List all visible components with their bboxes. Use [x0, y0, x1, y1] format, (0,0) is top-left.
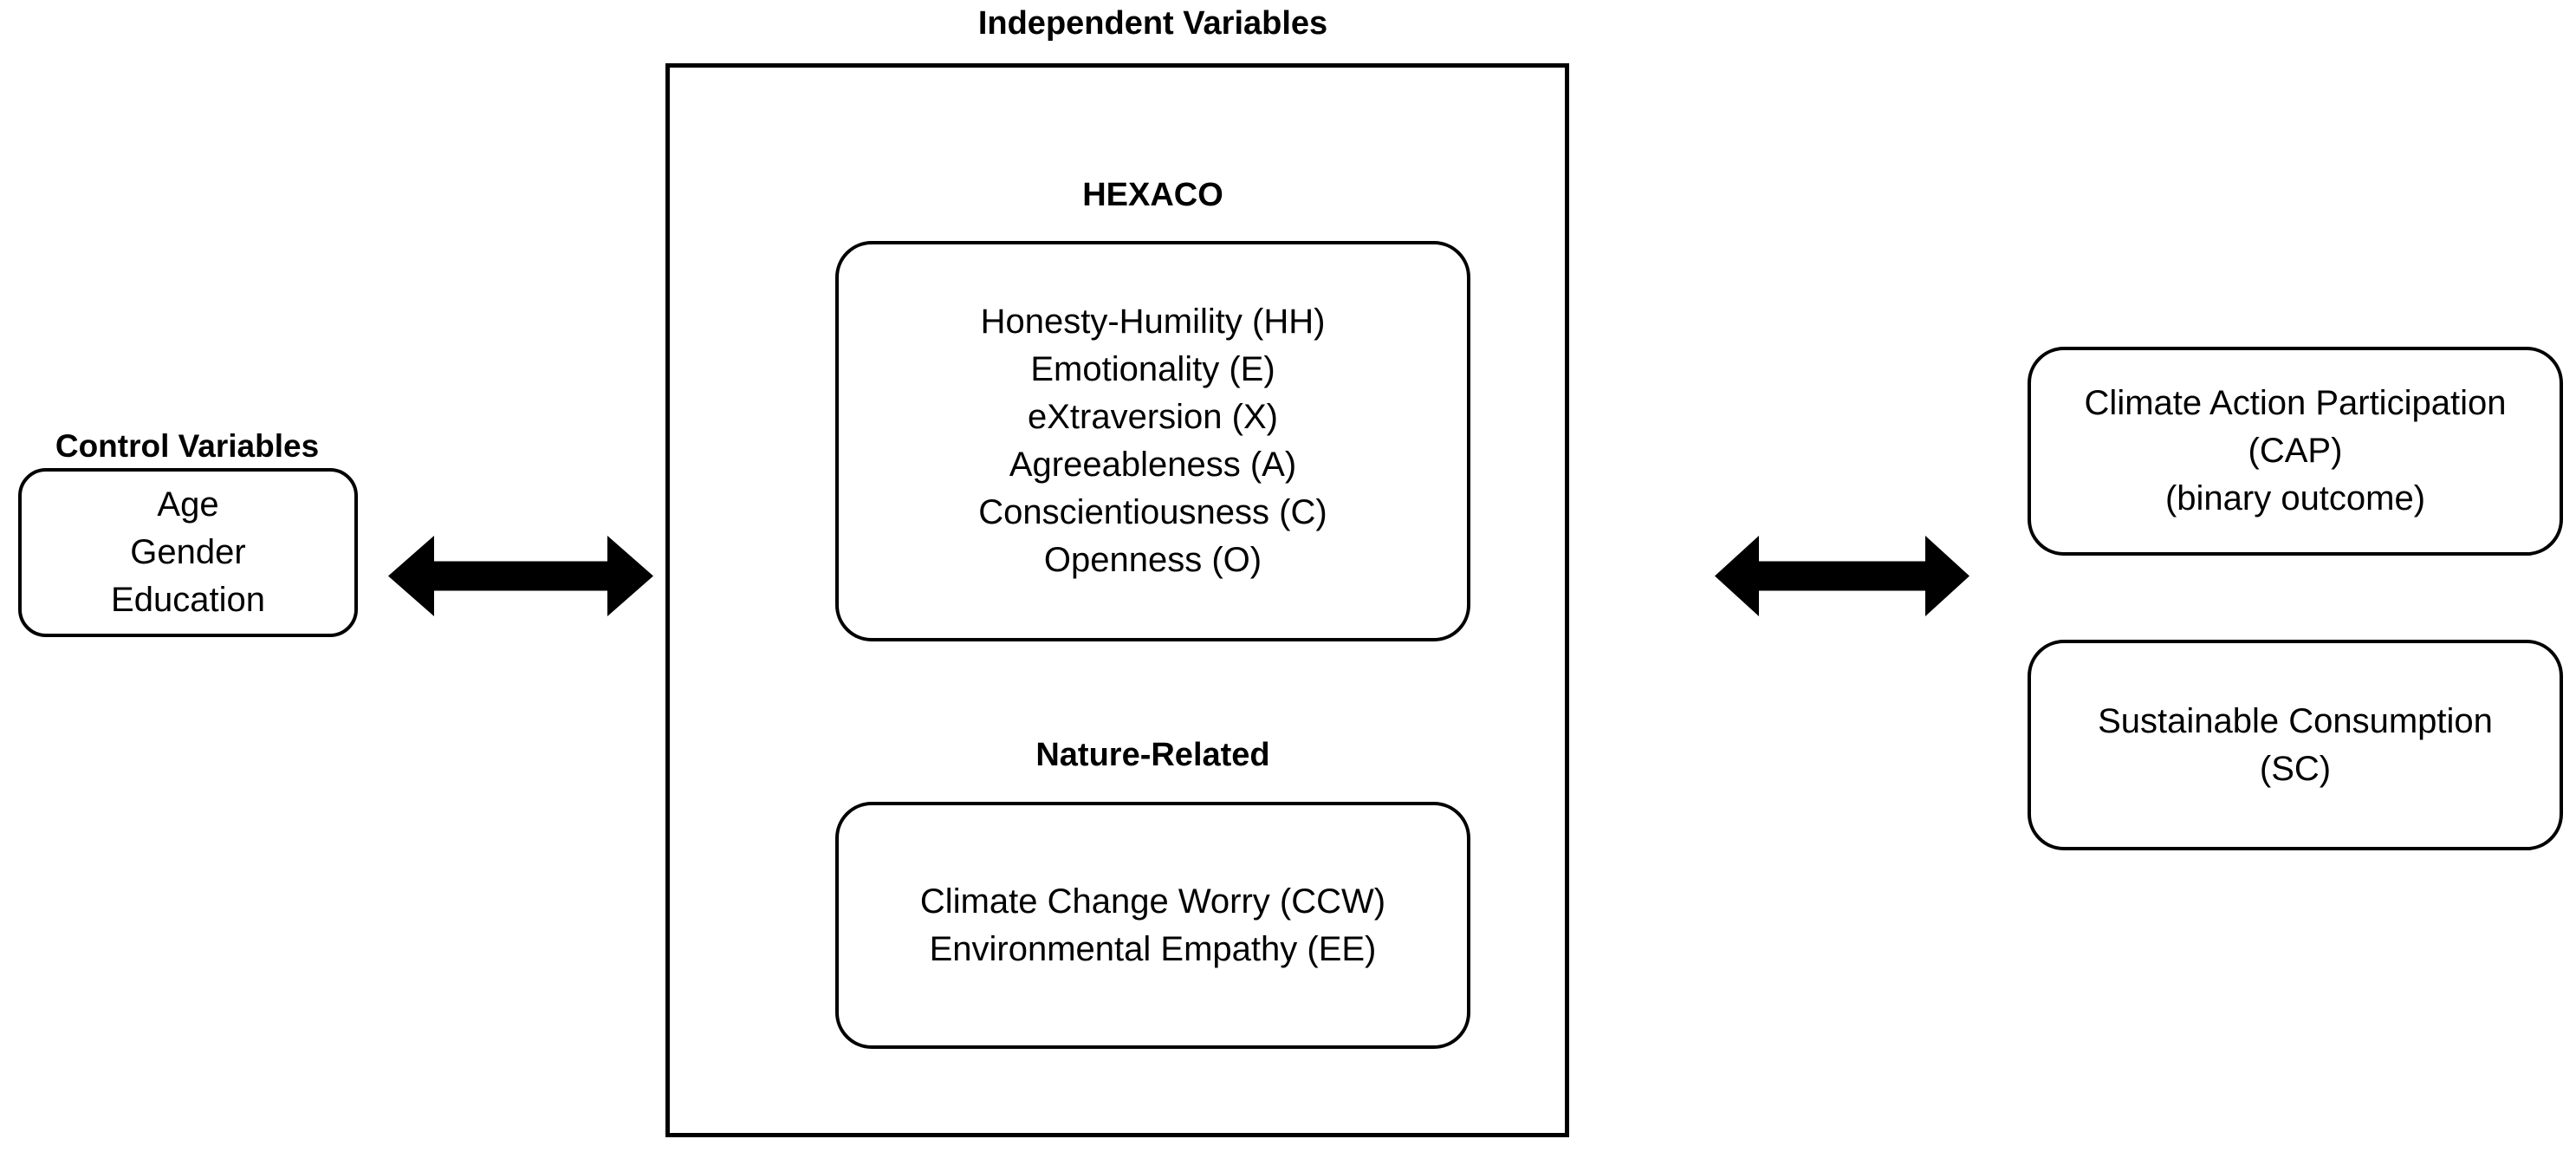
sustainable-consumption-box: Sustainable Consumption (SC)	[2028, 640, 2563, 850]
nature-related-heading: Nature-Related	[1035, 737, 1270, 773]
sc-line-2: (SC)	[2259, 749, 2332, 788]
hexaco-item-conscientiousness: Conscientiousness (C)	[978, 493, 1327, 531]
control-item-education: Education	[111, 581, 265, 619]
double-arrow-left-icon	[388, 536, 653, 616]
control-variables-box: Age Gender Education	[18, 468, 358, 637]
hexaco-item-agreeableness: Agreeableness (A)	[1009, 446, 1297, 484]
control-item-gender: Gender	[130, 533, 246, 571]
control-variables-heading: Control Variables	[55, 428, 320, 464]
cap-line-2: (CAP)	[2248, 432, 2343, 470]
nature-related-box: Climate Change Worry (CCW) Environmental…	[835, 802, 1470, 1049]
cap-line-1: Climate Action Participation	[2084, 384, 2507, 422]
nature-item-environmental-empathy: Environmental Empathy (EE)	[929, 929, 1377, 968]
hexaco-box: Honesty-Humility (HH) Emotionality (E) e…	[835, 241, 1470, 641]
double-arrow-right-icon	[1715, 536, 1969, 616]
hexaco-item-emotionality: Emotionality (E)	[1030, 350, 1275, 388]
hexaco-item-openness: Openness (O)	[1043, 541, 1262, 579]
hexaco-item-honesty-humility: Honesty-Humility (HH)	[980, 303, 1326, 341]
nature-item-climate-change-worry: Climate Change Worry (CCW)	[919, 882, 1386, 921]
hexaco-heading: HEXACO	[1082, 177, 1223, 213]
hexaco-item-extraversion: eXtraversion (X)	[1028, 398, 1278, 436]
independent-variables-title: Independent Variables	[977, 5, 1328, 42]
sc-line-1: Sustainable Consumption	[2098, 701, 2493, 740]
control-item-age: Age	[157, 485, 219, 524]
cap-line-3: (binary outcome)	[2164, 479, 2426, 517]
climate-action-participation-box: Climate Action Participation (CAP) (bina…	[2028, 347, 2563, 556]
